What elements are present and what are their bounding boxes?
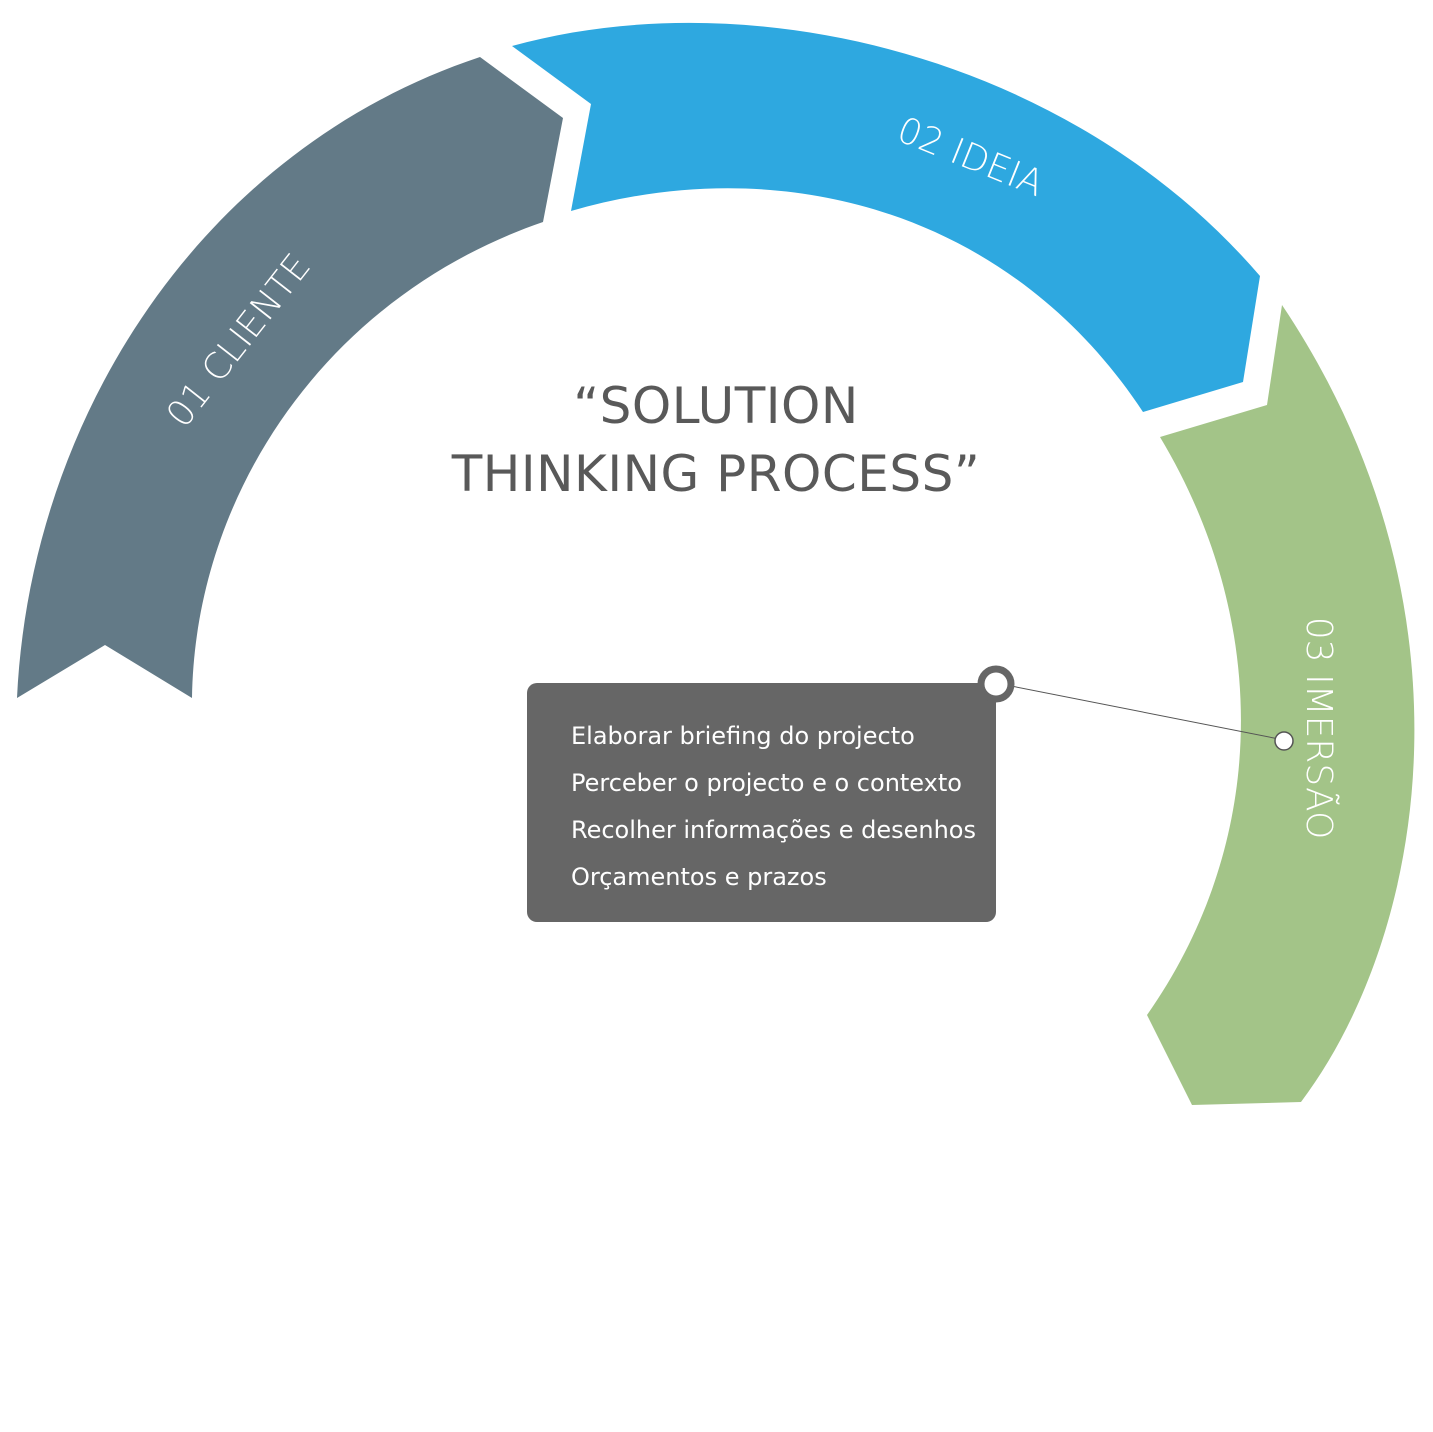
segment-cliente[interactable]: [17, 57, 563, 698]
info-item: Recolher informações e desenhos: [571, 816, 976, 844]
diagram-title: “SOLUTION THINKING PROCESS”: [416, 372, 1016, 508]
info-item: Orçamentos e prazos: [571, 863, 827, 891]
title-line-2: THINKING PROCESS”: [451, 445, 981, 503]
info-item: Elaborar briefing do projecto: [571, 722, 915, 750]
info-box: Elaborar briefing do projecto Perceber o…: [527, 683, 996, 922]
connector-line: [995, 682, 1285, 741]
info-item: Perceber o projecto e o contexto: [571, 769, 962, 797]
segment-ideia[interactable]: [512, 22, 1260, 412]
info-list: Elaborar briefing do projecto Perceber o…: [571, 713, 996, 901]
connector-knob-icon: [977, 665, 1015, 703]
segment-imersao[interactable]: [1147, 305, 1415, 1105]
segment-imersao-label: 03 IMERSÃO: [1298, 617, 1340, 840]
connector-endpoint: [1274, 731, 1294, 751]
title-line-1: “SOLUTION: [573, 377, 859, 435]
